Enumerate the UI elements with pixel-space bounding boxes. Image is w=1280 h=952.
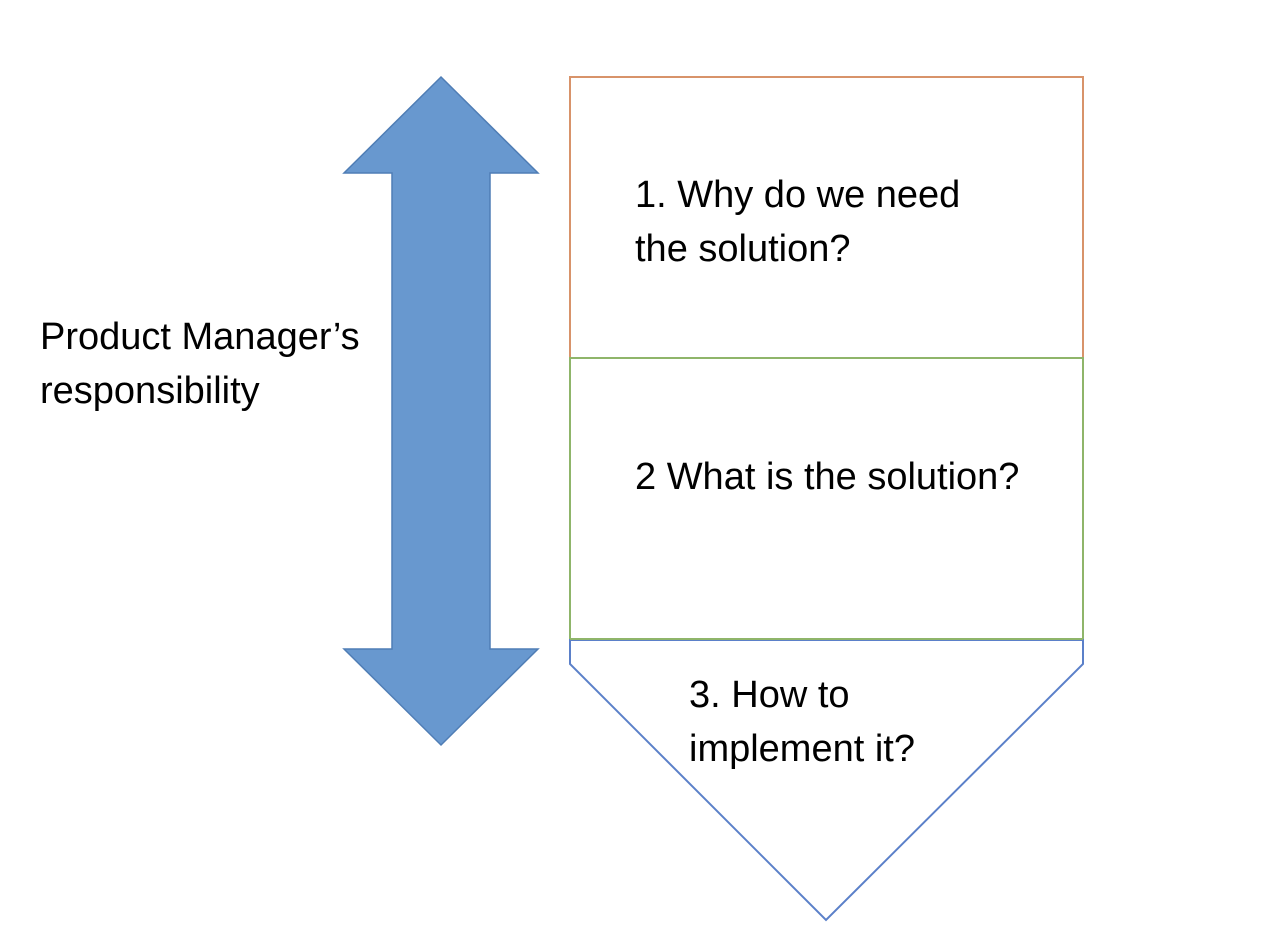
step-2-line-1: 2 What is the solution? — [635, 456, 1020, 498]
product-manager-responsibility-label: Product Manager’s responsibility — [40, 310, 360, 418]
step-1-text: 1. Why do we need the solution? — [635, 168, 960, 276]
step-1-line-1: 1. Why do we need — [635, 174, 961, 216]
step-1-box — [569, 76, 1084, 359]
step-3-text: 3. How to implement it? — [689, 668, 915, 776]
responsibility-label-line-1: Product Manager’s — [40, 316, 360, 358]
step-1-line-2: the solution? — [635, 228, 851, 270]
step-2-text: 2 What is the solution? — [635, 450, 1019, 504]
responsibility-label-line-2: responsibility — [40, 370, 260, 412]
step-3-line-1: 3. How to — [689, 674, 850, 716]
up-down-arrow-icon — [342, 75, 540, 747]
step-3-line-2: implement it? — [689, 728, 915, 770]
